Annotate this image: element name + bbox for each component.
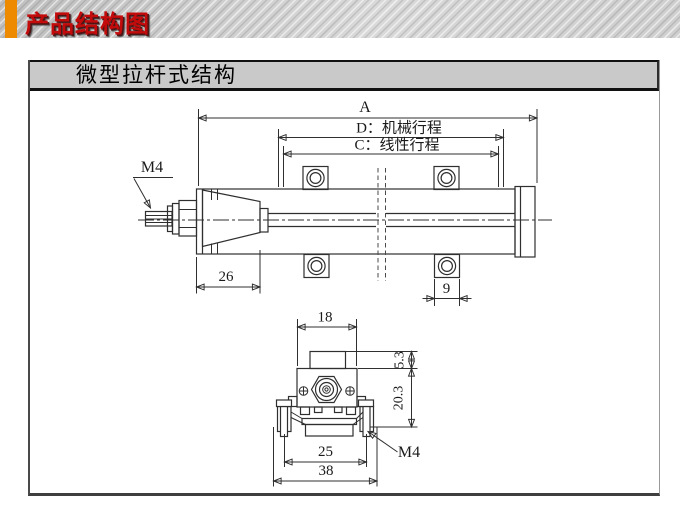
connector bbox=[310, 375, 343, 404]
dim-20-3-label: 20.3 bbox=[392, 386, 407, 411]
dim-foot-width: 38 bbox=[272, 427, 379, 487]
dim-9-label: 9 bbox=[443, 281, 451, 297]
header-accent-bar bbox=[5, 0, 17, 38]
dim-d-label: D：机械行程 bbox=[356, 120, 442, 137]
page-title: 产品结构图 bbox=[25, 11, 150, 38]
dim-mechanical-travel: D：机械行程 bbox=[277, 120, 505, 187]
content-panel: 微型拉杆式结构 bbox=[28, 60, 660, 496]
app-header: 产品结构图 bbox=[0, 0, 680, 38]
dim-c-label: C：线性行程 bbox=[354, 137, 439, 154]
mounting-bracket-bottom-right bbox=[433, 253, 461, 279]
dim-26-label: 26 bbox=[219, 269, 235, 285]
pull-rod bbox=[268, 212, 515, 228]
dim-top-height: 5.3 bbox=[346, 350, 418, 370]
mounting-bracket-bottom-left bbox=[303, 253, 330, 279]
dim-body-width: 18 bbox=[296, 310, 358, 366]
bolt-thread-callout: M4 bbox=[366, 430, 420, 461]
mounting-bracket-top-right bbox=[433, 165, 460, 191]
side-screw-right bbox=[345, 386, 355, 396]
rod-thread-label: M4 bbox=[141, 159, 163, 176]
end-view-drawing: 18 bbox=[272, 310, 420, 487]
section-title: 微型拉杆式结构 bbox=[76, 63, 237, 87]
dim-bracket-width: 9 bbox=[422, 279, 472, 306]
bolt-thread-label: M4 bbox=[398, 444, 420, 461]
dim-total-length: A bbox=[197, 99, 539, 186]
dim-18-label: 18 bbox=[318, 310, 333, 326]
end-cap bbox=[514, 185, 536, 258]
mounting-bracket-top-left bbox=[302, 165, 329, 191]
dim-bolt-spacing: 25 bbox=[283, 434, 368, 467]
break-lines bbox=[377, 168, 386, 281]
side-view-drawing: A D：机械行程 C：线性行程 M4 bbox=[133, 99, 552, 306]
mounting-foot bbox=[275, 399, 375, 438]
rod-thread-callout: M4 bbox=[133, 159, 173, 210]
dim-body-height: 20.3 bbox=[370, 367, 418, 429]
dim-38-label: 38 bbox=[319, 463, 334, 479]
dim-5-3-label: 5.3 bbox=[393, 351, 408, 369]
dim-front-section: 26 bbox=[195, 250, 262, 294]
rod-bushing-cone bbox=[201, 189, 269, 248]
dim-25-label: 25 bbox=[318, 444, 333, 460]
side-screw-left bbox=[298, 386, 309, 396]
dim-a-label: A bbox=[359, 99, 371, 116]
dim-linear-travel: C：线性行程 bbox=[282, 137, 500, 187]
section-titlebar: 微型拉杆式结构 bbox=[30, 60, 659, 91]
